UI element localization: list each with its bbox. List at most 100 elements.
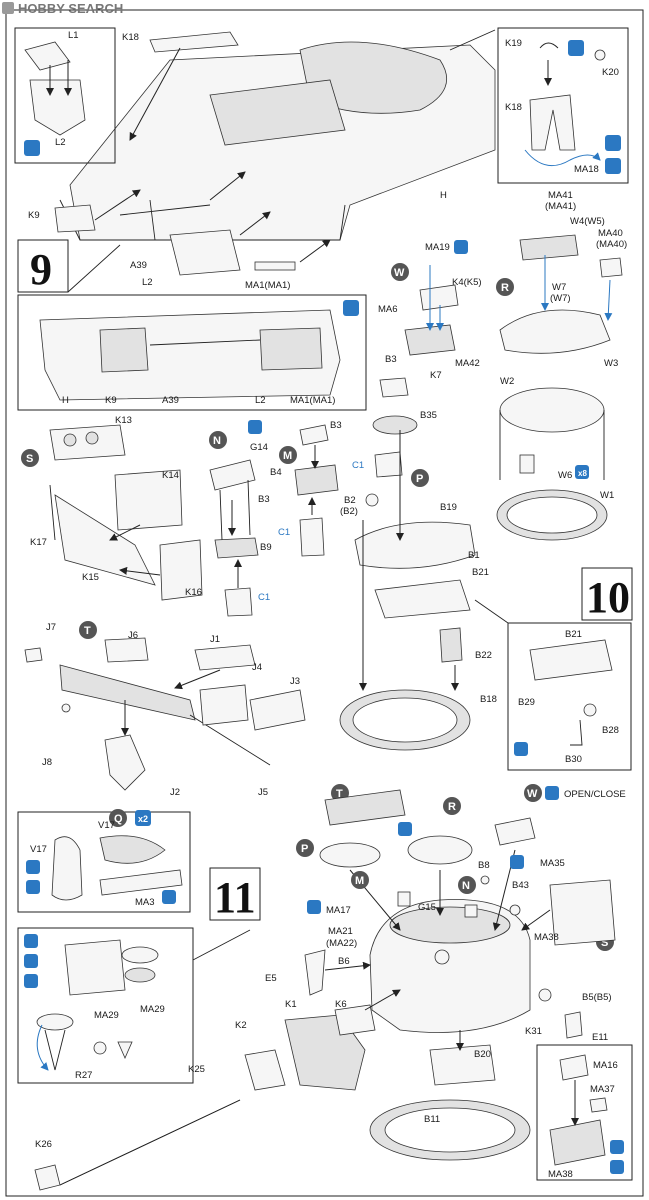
multiplier-x8: x8: [578, 469, 587, 478]
label-ma38: MA38: [534, 932, 559, 943]
hull-turret-ring: [299, 41, 448, 114]
label-k4: K4(K5): [452, 277, 482, 288]
label-j5: J5: [258, 787, 268, 798]
label-w1: W1: [600, 490, 614, 501]
step-10-box: [581, 567, 633, 621]
label-w3: W3: [604, 358, 618, 369]
label-v17: V17: [98, 820, 115, 831]
label-b8: B8: [478, 860, 490, 871]
label-k18: K18: [122, 32, 139, 43]
label-k14: K14: [162, 470, 179, 481]
label-b9: B9: [260, 542, 272, 553]
label-c1c: C1: [352, 460, 364, 471]
label-k19: K19: [505, 38, 522, 49]
label-k13: K13: [115, 415, 132, 426]
label-h: H: [440, 190, 447, 201]
symbol-w2: W: [527, 788, 538, 800]
symbol-m2: M: [355, 875, 364, 887]
label-l2c: L2: [255, 395, 266, 406]
inset-ma29: [17, 927, 194, 1084]
label-ma35: MA35: [540, 858, 565, 869]
label-l2b: L2: [142, 277, 153, 288]
engine-deck-part: [209, 79, 346, 146]
step-9-box: [17, 239, 69, 293]
label-v17b: V17: [30, 844, 47, 855]
symbol-n2: N: [462, 880, 470, 892]
step-10-group: S K13 K14 K17 K15 K16 N G14 B3 B9 C1 M: [21, 190, 633, 798]
step-11-group: Q x2 V17 V17 MA3 11 MA29 MA29 R27 T: [17, 784, 633, 1191]
label-b20: B20: [474, 1049, 491, 1060]
label-ma16: MA16: [593, 1060, 618, 1071]
label-b2: B2: [344, 495, 356, 506]
label-b11: B11: [424, 1114, 440, 1125]
label-ma3: MA3: [135, 897, 155, 908]
symbol-p: P: [416, 473, 423, 485]
label-a39: A39: [130, 260, 147, 271]
label-w7b: (W7): [550, 293, 571, 304]
label-l1: L1: [68, 30, 79, 41]
label-w4: W4(W5): [570, 216, 605, 227]
label-k16: K16: [185, 587, 202, 598]
label-j7: J7: [46, 622, 56, 633]
label-ma6: MA6: [378, 304, 398, 315]
label-ma42: MA42: [455, 358, 480, 369]
label-ma1b: MA1(MA1): [290, 395, 335, 406]
label-k7: K7: [430, 370, 442, 381]
label-b18: B18: [480, 694, 497, 705]
label-ma40b: (MA40): [596, 239, 627, 250]
label-b28: B28: [602, 725, 619, 736]
symbol-p2: P: [301, 843, 308, 855]
step-9-group: L1 L2 K18 K9 A39 L2 MA1(MA1) H K19 K20 K…: [14, 27, 629, 411]
label-j2: J2: [170, 787, 180, 798]
label-b3: B3: [330, 420, 342, 431]
label-ma17: MA17: [326, 905, 351, 916]
label-ma41b: (MA41): [545, 201, 576, 212]
inset-hull-rear: [17, 294, 367, 411]
mg-body-part: [59, 664, 196, 721]
label-j6: J6: [128, 630, 138, 641]
symbol-s: S: [26, 453, 33, 465]
label-k17: K17: [30, 537, 47, 548]
label-b2b: (B2): [340, 506, 358, 517]
label-ma29b: MA29: [94, 1010, 119, 1021]
inset-v17: [17, 811, 191, 913]
label-b4: B4: [270, 467, 282, 478]
label-b29: B29: [518, 697, 535, 708]
label-l2: L2: [55, 137, 66, 148]
part-k9: [54, 204, 96, 233]
label-k20: K20: [602, 67, 619, 78]
sheet-frame: [5, 9, 644, 1197]
watermark-text: HOBBY SEARCH: [18, 1, 123, 16]
label-j1: J1: [210, 634, 220, 645]
glue-icon: [24, 140, 40, 156]
label-k9: K9: [28, 210, 40, 221]
label-ma37: MA37: [590, 1084, 615, 1095]
label-e5: E5: [265, 973, 277, 984]
label-j4: J4: [252, 662, 262, 673]
symbol-r: R: [501, 282, 509, 294]
part-v17: [51, 836, 83, 901]
symbol-t: T: [84, 625, 91, 637]
label-b30: B30: [565, 754, 582, 765]
label-w7: W7: [552, 282, 566, 293]
label-ma22: (MA22): [326, 938, 357, 949]
label-k18b: K18: [505, 102, 522, 113]
step-11-box: [209, 867, 261, 921]
open-close-note: OPEN/CLOSE: [564, 789, 626, 800]
label-b5: B5(B5): [582, 992, 612, 1003]
inset-ma16: [536, 1044, 633, 1181]
label-c1: C1: [278, 527, 290, 538]
label-k15: K15: [82, 572, 99, 583]
symbol-n: N: [213, 435, 221, 447]
label-k31: K31: [525, 1026, 542, 1037]
label-h2: H: [62, 395, 69, 406]
label-r27: R27: [75, 1070, 92, 1081]
part-ma1: [254, 261, 296, 271]
symbol-r2: R: [448, 801, 456, 813]
label-ma41: MA41: [548, 190, 573, 201]
inset-k18-k19: [497, 27, 629, 184]
label-b3c: B3: [385, 354, 397, 365]
label-k9b: K9: [105, 395, 117, 406]
label-b19: B19: [440, 502, 457, 513]
